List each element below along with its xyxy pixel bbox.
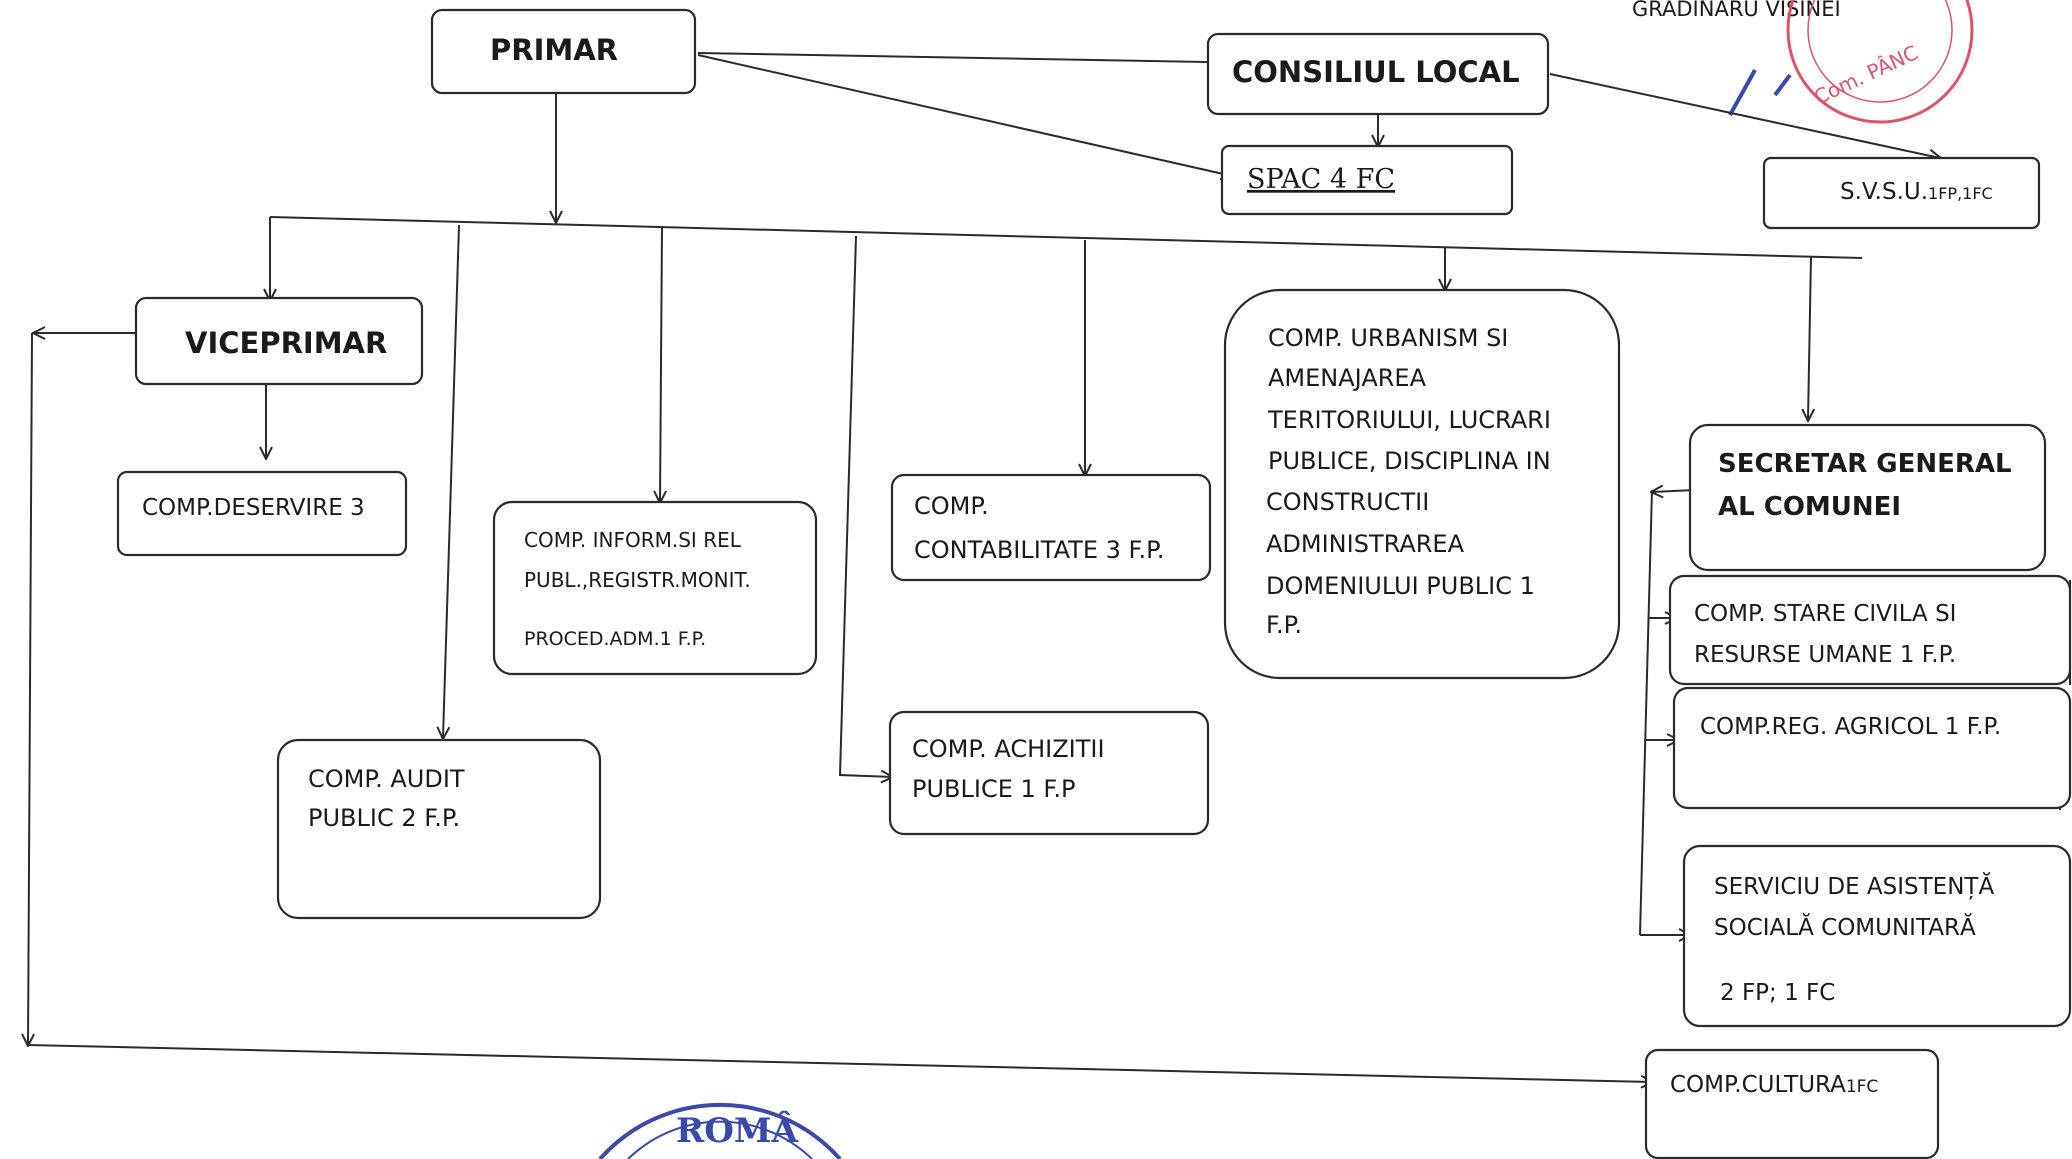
node-achizitii: COMP. ACHIZITII PUBLICE 1 F.P [888, 710, 1210, 836]
node-spac: SPAC 4 FC [1220, 144, 1514, 216]
node-stare-civila: COMP. STARE CIVILA SI RESURSE UMANE 1 F.… [1668, 574, 2072, 686]
node-achizitii-line-1: COMP. ACHIZITII [912, 735, 1105, 763]
node-urbanism-line-7: DOMENIULUI PUBLIC 1 [1266, 572, 1535, 600]
node-inform-line-2: PUBL.,REGISTR.MONIT. [524, 568, 751, 592]
node-secretar-line-2: AL COMUNEI [1718, 492, 1901, 522]
node-asistenta-sociala: SERVICIU DE ASISTENȚĂ SOCIALĂ COMUNITARĂ… [1682, 844, 2072, 1028]
node-audit-line-2: PUBLIC 2 F.P. [308, 804, 460, 832]
node-primar-label: PRIMAR [490, 33, 618, 67]
node-audit: COMP. AUDIT PUBLIC 2 F.P. [276, 738, 602, 920]
node-viceprimar-label: VICEPRIMAR [185, 326, 387, 360]
node-consiliul-local-label: CONSILIUL LOCAL [1232, 55, 1520, 89]
node-svsu-suffix: 1FP,1FC [1928, 184, 1993, 203]
node-cultura-suffix: 1FC [1846, 1077, 1878, 1097]
stamp-bottom-text: ROMÂ [676, 1110, 799, 1151]
node-urbanism: COMP. URBANISM SI AMENAJAREA TERITORIULU… [1223, 288, 1621, 680]
node-contabilitate-line-1: COMP. [914, 492, 989, 520]
node-primar: PRIMAR [430, 8, 697, 95]
node-urbanism-line-4: PUBLICE, DISCIPLINA IN [1268, 447, 1551, 475]
connectors [28, 52, 2071, 1082]
node-stare-civila-line-2: RESURSE UMANE 1 F.P. [1694, 642, 1956, 668]
node-inform-line-1: COMP. INFORM.SI REL [524, 528, 742, 552]
node-cultura: COMP.CULTURA1FC [1644, 1048, 1940, 1159]
node-secretar: SECRETAR GENERAL AL COMUNEI [1688, 423, 2047, 572]
node-svsu-label: S.V.S.U.1FP,1FC [1840, 179, 1993, 205]
node-deservire-label: COMP.DESERVIRE 3 [142, 495, 365, 521]
node-reg-agricol: COMP.REG. AGRICOL 1 F.P. [1672, 686, 2072, 810]
node-cultura-main: COMP.CULTURA [1670, 1072, 1846, 1098]
stamp-bottom: ROMÂ [598, 1102, 842, 1159]
node-inform-line-3: PROCED.ADM.1 F.P. [524, 628, 706, 650]
node-inform: COMP. INFORM.SI REL PUBL.,REGISTR.MONIT.… [492, 500, 818, 676]
node-audit-line-1: COMP. AUDIT [308, 765, 465, 793]
node-urbanism-line-5: CONSTRUCTII [1266, 488, 1429, 516]
node-viceprimar: VICEPRIMAR [134, 296, 424, 386]
node-consiliul-local: CONSILIUL LOCAL [1206, 32, 1550, 116]
node-urbanism-line-3: TERITORIULUI, LUCRARI [1267, 406, 1551, 434]
node-asistenta-line-3: 2 FP; 1 FC [1720, 980, 1835, 1006]
node-asistenta-line-1: SERVICIU DE ASISTENȚĂ [1714, 872, 1994, 900]
node-urbanism-line-1: COMP. URBANISM SI [1268, 324, 1508, 352]
node-deservire: COMP.DESERVIRE 3 [116, 470, 408, 557]
node-svsu-main: S.V.S.U. [1840, 179, 1928, 205]
node-urbanism-line-2: AMENAJAREA [1268, 364, 1427, 392]
node-urbanism-line-8: F.P. [1266, 611, 1302, 639]
node-achizitii-line-2: PUBLICE 1 F.P [912, 775, 1075, 803]
signature [1728, 69, 1792, 116]
node-urbanism-line-6: ADMINISTRAREA [1266, 530, 1465, 558]
node-asistenta-line-2: SOCIALĂ COMUNITARĂ [1714, 913, 1976, 941]
node-stare-civila-line-1: COMP. STARE CIVILA SI [1694, 601, 1956, 627]
node-contabilitate-line-2: CONTABILITATE 3 F.P. [914, 536, 1164, 564]
node-reg-agricol-label: COMP.REG. AGRICOL 1 F.P. [1700, 714, 2001, 740]
node-svsu: S.V.S.U.1FP,1FC [1762, 156, 2041, 230]
node-contabilitate: COMP. CONTABILITATE 3 F.P. [890, 473, 1212, 582]
node-cultura-label: COMP.CULTURA1FC [1670, 1072, 1878, 1098]
stamp-top-right-text: Com. PÂNC [1810, 40, 1921, 109]
node-secretar-line-1: SECRETAR GENERAL [1718, 449, 2012, 479]
node-spac-label: SPAC 4 FC [1247, 164, 1395, 195]
